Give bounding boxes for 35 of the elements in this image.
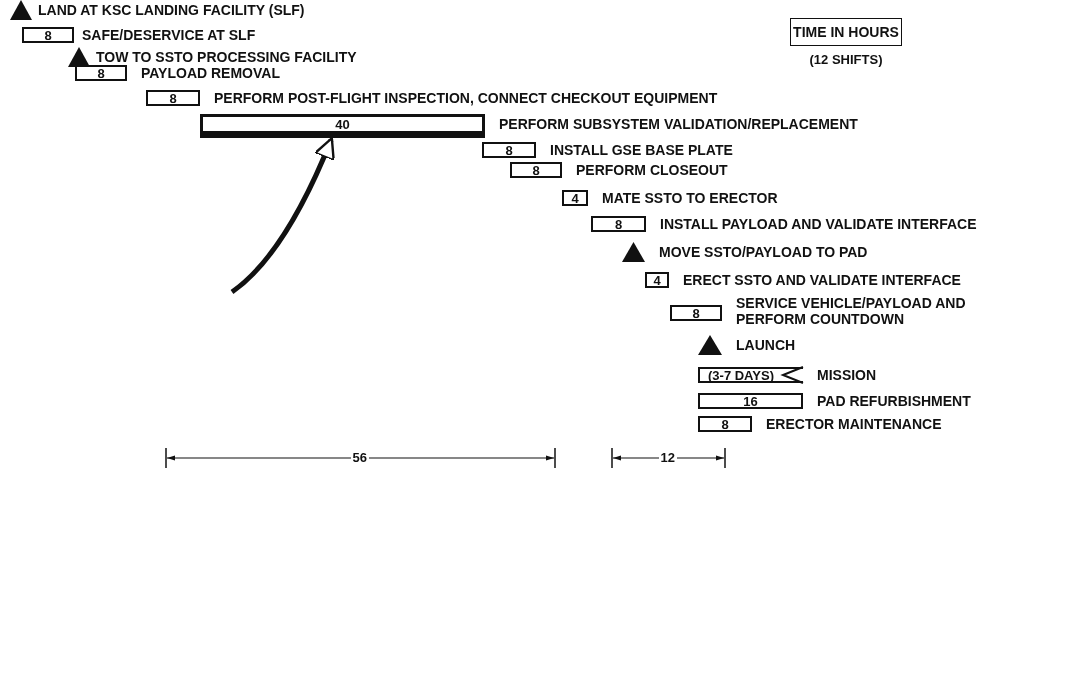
milestone-label: LAND AT KSC LANDING FACILITY (SLF) [38,2,305,18]
task-label: PERFORM CLOSEOUT [576,162,728,178]
duration-bar: 8 [591,216,646,232]
milestone-label: TOW TO SSTO PROCESSING FACILITY [96,49,357,65]
task-label: ERECTOR MAINTENANCE [766,416,942,432]
task-label: PERFORM SUBSYSTEM VALIDATION/REPLACEMENT [499,116,858,132]
milestone-label: LAUNCH [736,337,796,353]
duration-bar: 40 [200,114,485,138]
duration-bar: 4 [645,272,669,288]
task-label: MATE SSTO TO ERECTOR [602,190,778,206]
duration-bar: 16 [698,393,803,409]
task-label: SERVICE VEHICLE/PAYLOAD AND PERFORM COUNTDOWN [736,295,966,327]
duration-bar: 8 [75,65,127,81]
duration-bar: 4 [562,190,588,206]
duration-bar: 8 [482,142,536,158]
legend-box: TIME IN HOURS [790,18,902,46]
task-label: PERFORM POST-FLIGHT INSPECTION, CONNECT CHECKOUT EQUIPMENT [214,90,718,106]
milestone-label: MOVE SSTO/PAYLOAD TO PAD [659,244,868,260]
duration-bar: (3-7 DAYS) [698,367,803,383]
task-label: INSTALL PAYLOAD AND VALIDATE INTERFACE [660,216,977,232]
task-label: INSTALL GSE BASE PLATE [550,142,733,158]
task-label: SAFE/DESERVICE AT SLF [82,27,256,43]
duration-bar: 8 [698,416,752,432]
dimension-label: 56 [350,450,369,465]
duration-bar: 8 [22,27,74,43]
dimension-label: 12 [658,450,677,465]
duration-bar: 8 [510,162,562,178]
task-label: ERECT SSTO AND VALIDATE INTERFACE [683,272,961,288]
task-label: MISSION [817,367,877,383]
note-text: (12 SHIFTS) [808,52,884,68]
task-label: PAD REFURBISHMENT [817,393,971,409]
duration-bar: 8 [146,90,200,106]
duration-bar: 8 [670,305,722,321]
arrow [230,136,335,294]
task-label: PAYLOAD REMOVAL [141,65,280,81]
